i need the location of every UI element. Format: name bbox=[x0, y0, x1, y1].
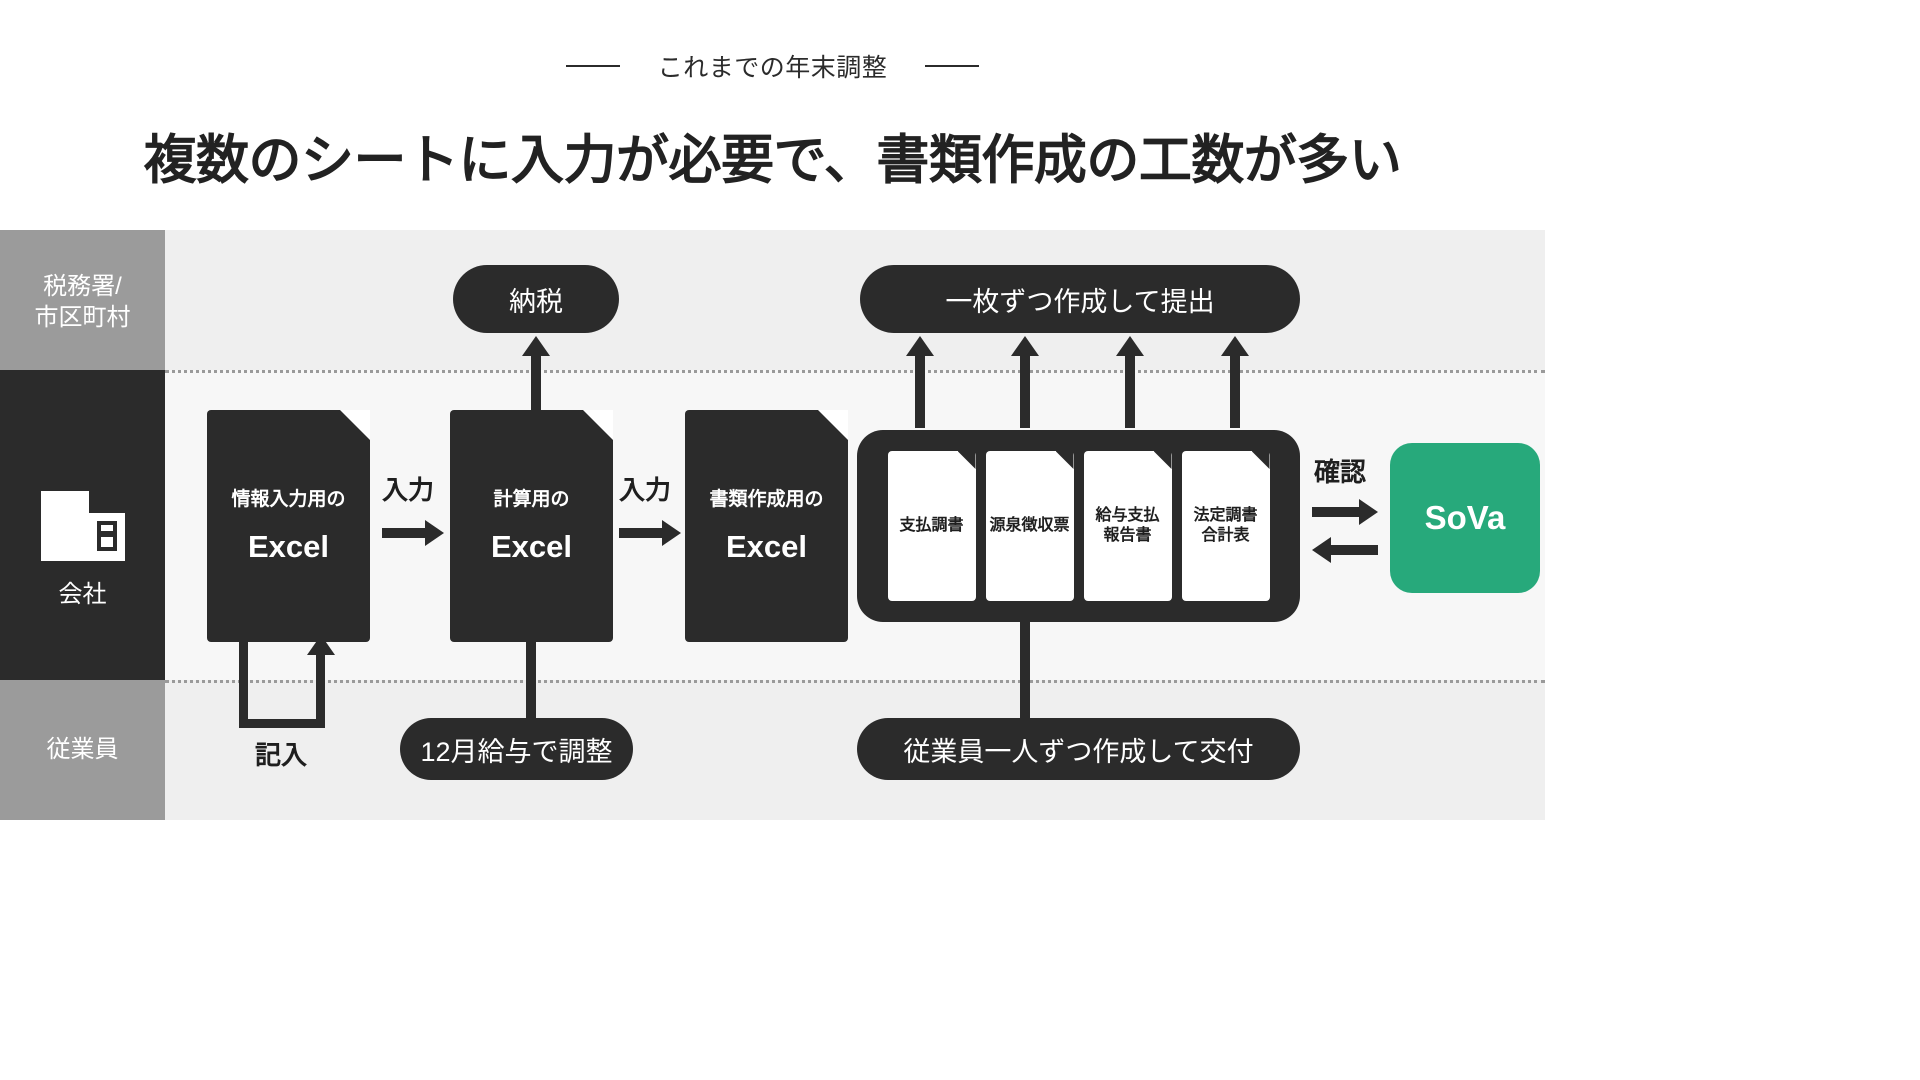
arrow-right-to-sova bbox=[1312, 498, 1378, 526]
document-card-kyuyo-shiharai-hokokusho[interactable]: 給与支払 報告書 bbox=[1083, 451, 1172, 601]
lane-divider-top bbox=[165, 370, 1545, 373]
loop-write-in-arrowhead bbox=[307, 635, 335, 655]
document-card-label: 支払調書 bbox=[899, 517, 964, 535]
arrow-right-input-1 bbox=[382, 518, 444, 548]
document-card-gensen-choshuhyo[interactable]: 源泉徴収票 bbox=[985, 451, 1074, 601]
arrow-up-submit-4 bbox=[1215, 336, 1255, 428]
pill-issue-per-employee[interactable]: 従業員一人ずつ作成して交付 bbox=[857, 718, 1300, 780]
lane-divider-bottom bbox=[165, 680, 1545, 683]
lane-label-tax-office: 税務署/ 市区町村 bbox=[0, 272, 165, 333]
excel-card-docgen[interactable]: 書類作成用の Excel bbox=[685, 410, 848, 642]
document-card-shiharai-chosho[interactable]: 支払調書 bbox=[887, 451, 976, 601]
excel-card-calc-title: Excel bbox=[490, 529, 572, 564]
connector-label-write-in: 記入 bbox=[255, 740, 308, 770]
excel-card-input[interactable]: 情報入力用の Excel bbox=[207, 410, 370, 642]
connector-label-input-1: 入力 bbox=[382, 475, 435, 505]
page-fold-icon bbox=[818, 410, 848, 440]
swimlane-diagram: 税務署/ 市区町村 会社 従業員 納税 一枚ずつ作成して提出 bbox=[0, 230, 1545, 820]
lane-label-tax-office-line1: 税務署/ bbox=[43, 273, 122, 300]
excel-card-docgen-title: Excel bbox=[725, 529, 807, 564]
sova-badge[interactable]: SoVa bbox=[1390, 443, 1540, 593]
excel-card-input-title: Excel bbox=[247, 529, 329, 564]
pill-december-adjust[interactable]: 12月給与で調整 bbox=[400, 718, 633, 780]
document-card-label-line2: 合計表 bbox=[1201, 527, 1250, 544]
eyebrow: これまでの年末調整 bbox=[0, 48, 1545, 84]
loop-write-in bbox=[239, 642, 325, 728]
page-fold-icon bbox=[340, 410, 370, 440]
document-card-hotei-chosho-gokeihyo[interactable]: 法定調書 合計表 bbox=[1181, 451, 1270, 601]
lane-header-employee bbox=[0, 680, 165, 820]
document-card-label: 源泉徴収票 bbox=[989, 517, 1070, 535]
excel-card-calc[interactable]: 計算用の Excel bbox=[450, 410, 613, 642]
excel-card-docgen-sub: 書類作成用の bbox=[709, 489, 824, 510]
arrow-up-to-tax-payment bbox=[516, 336, 556, 436]
lane-label-company: 会社 bbox=[58, 581, 107, 608]
page-fold-icon bbox=[1055, 451, 1074, 469]
eyebrow-label: これまでの年末調整 bbox=[657, 54, 888, 82]
page-fold-icon bbox=[1251, 451, 1270, 469]
pill-submit-one-by-one[interactable]: 一枚ずつ作成して提出 bbox=[860, 265, 1300, 333]
arrow-up-submit-1 bbox=[900, 336, 940, 428]
arrow-right-input-2 bbox=[619, 518, 681, 548]
document-card-label-line1: 給与支払 bbox=[1095, 507, 1160, 525]
page-fold-icon bbox=[583, 410, 613, 440]
lane-band-company bbox=[165, 370, 1545, 680]
page-fold-icon bbox=[957, 451, 976, 469]
document-card-label: 法定調書 合計表 bbox=[1193, 506, 1257, 545]
page-title: 複数のシートに入力が必要で、書類作成の工数が多い bbox=[143, 131, 1402, 190]
page-fold-icon bbox=[1153, 451, 1172, 469]
lane-header-tax-office bbox=[0, 230, 165, 370]
office-building-icon bbox=[41, 491, 125, 561]
connector-label-input-2: 入力 bbox=[619, 475, 672, 505]
document-card-label: 給与支払 報告書 bbox=[1095, 506, 1159, 545]
eyebrow-rule-left bbox=[565, 65, 620, 67]
eyebrow-rule-right bbox=[925, 65, 980, 67]
arrow-up-submit-2 bbox=[1005, 336, 1045, 428]
connector-label-confirm: 確認 bbox=[1314, 457, 1367, 487]
document-group: 支払調書 源泉徴収票 給与支払 報告書 法定調書 合計表 bbox=[857, 430, 1300, 622]
pill-tax-payment[interactable]: 納税 bbox=[453, 265, 619, 333]
excel-card-calc-sub: 計算用の bbox=[493, 489, 570, 510]
excel-card-input-sub: 情報入力用の bbox=[231, 489, 346, 510]
document-card-label-line2: 報告書 bbox=[1103, 527, 1152, 544]
arrow-up-submit-3 bbox=[1110, 336, 1150, 428]
lane-label-tax-office-line2: 市区町村 bbox=[34, 303, 131, 331]
arrow-left-from-sova bbox=[1312, 536, 1378, 564]
lane-label-employee: 従業員 bbox=[46, 736, 119, 763]
document-card-label-line1: 法定調書 bbox=[1193, 507, 1258, 525]
